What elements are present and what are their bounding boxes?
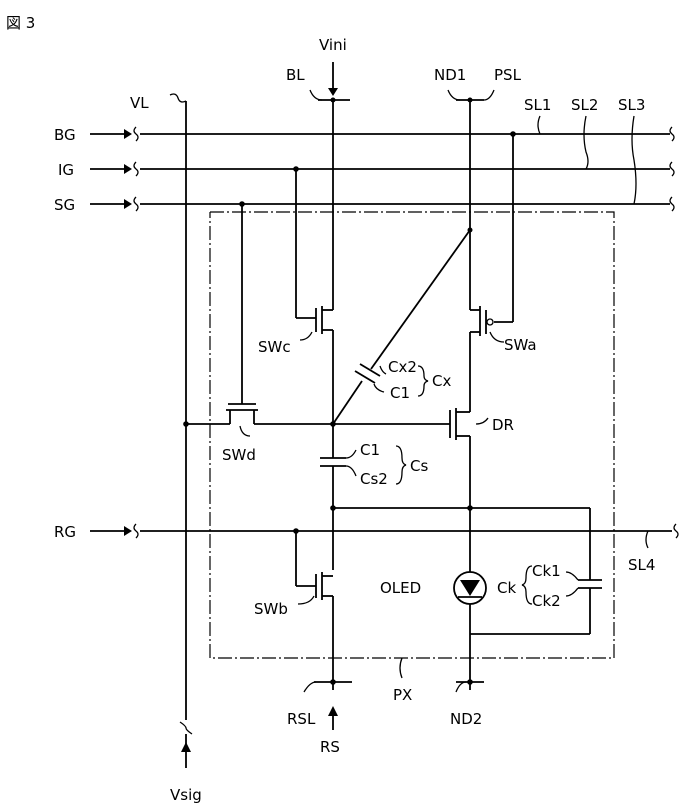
label-swc: SWc — [258, 338, 291, 356]
label-cs-c1: C1 — [360, 441, 380, 459]
transistor-swc — [296, 169, 333, 424]
transistor-swa — [470, 134, 513, 412]
junction-dots — [183, 131, 516, 685]
label-vini: Vini — [319, 36, 347, 54]
label-oled: OLED — [380, 579, 421, 597]
line-bg — [90, 127, 674, 141]
label-rs: RS — [320, 738, 340, 756]
label-sl1: SL1 — [524, 96, 551, 114]
label-rg: RG — [54, 523, 76, 541]
label-vsig: Vsig — [170, 786, 202, 804]
label-ck2: Ck2 — [532, 592, 561, 610]
label-ck: Ck — [497, 579, 516, 597]
oled-diode — [454, 508, 486, 690]
figure-label: 図 3 — [6, 14, 35, 32]
label-swa: SWa — [504, 336, 537, 354]
line-vl — [170, 94, 192, 768]
transistor-swb — [296, 531, 333, 690]
label-nd2: ND2 — [450, 710, 482, 728]
label-dr: DR — [492, 416, 514, 434]
label-ig: IG — [58, 161, 74, 179]
label-sg: SG — [54, 196, 75, 214]
label-cx: Cx — [432, 372, 451, 390]
line-nd1 — [448, 90, 494, 310]
label-swd: SWd — [222, 446, 256, 464]
label-cx2: Cx2 — [388, 358, 417, 376]
sl-leaders — [538, 116, 648, 548]
label-ck1: Ck1 — [532, 562, 561, 580]
label-sl2: SL2 — [571, 96, 598, 114]
label-nd1: ND1 — [434, 66, 466, 84]
label-sl4: SL4 — [628, 556, 655, 574]
label-psl: PSL — [494, 66, 522, 84]
label-swb: SWb — [254, 600, 288, 618]
label-bg: BG — [54, 126, 76, 144]
transistor-swd — [186, 204, 333, 436]
label-px: PX — [393, 686, 412, 704]
line-bl-top — [310, 62, 350, 310]
label-cs2: Cs2 — [360, 470, 388, 488]
label-bl: BL — [286, 66, 305, 84]
label-vl: VL — [130, 94, 149, 112]
line-sg — [90, 197, 674, 211]
label-rsl: RSL — [287, 710, 316, 728]
label-sl3: SL3 — [618, 96, 645, 114]
label-cs: Cs — [410, 457, 428, 475]
label-cx-c1: C1 — [390, 384, 410, 402]
